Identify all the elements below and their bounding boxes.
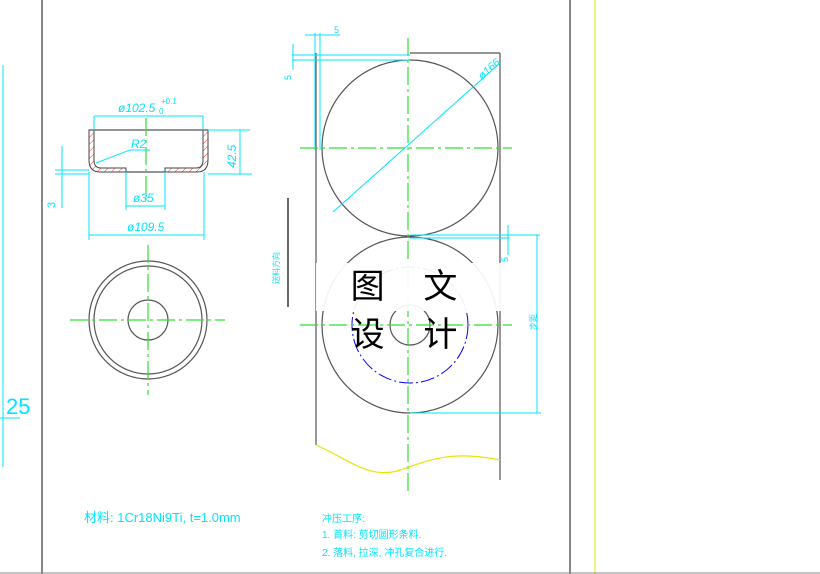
dim-tolerance-lower: 0 [159, 107, 164, 116]
section-view: ø102.5 +0.1 0 R2 42.5 3 ø35 ø109.5 [46, 97, 252, 240]
dim-tolerance-upper: +0.1 [161, 97, 177, 106]
feed-direction-label: 送料方向 [271, 252, 281, 284]
dim-height: 42.5 [225, 144, 239, 168]
process-title: 冲压工序: [322, 512, 365, 525]
strip-layout-view: 5 5 ø166 5 步距 送料方向 [271, 25, 541, 492]
left-ruler-dimension: 25 [0, 65, 30, 467]
ruler-value: 25 [6, 394, 30, 419]
break-line [315, 444, 501, 474]
dim-margin-side: 5 [334, 25, 339, 35]
material-note: 材料: 1Cr18Ni9Ti, t=1.0mm [84, 510, 241, 525]
dim-blank-diameter: ø166 [476, 56, 503, 82]
dim-top-diameter: ø102.5 [118, 101, 156, 115]
dim-hole-diameter: ø35 [133, 191, 154, 205]
dim-radius: R2 [131, 137, 147, 151]
dim-outer-diameter: ø109.5 [127, 220, 165, 234]
dim-margin-top: 5 [283, 75, 293, 80]
dim-bottom-thickness: 3 [46, 202, 58, 208]
process-step-2: 2. 落料, 拉深, 冲孔复合进行. [322, 546, 447, 559]
dim-gap: 5 [500, 257, 510, 262]
watermark: 图 文 设 计 [316, 263, 506, 355]
step-label: 步距 [529, 314, 538, 330]
top-view [70, 245, 225, 395]
process-step-1: 1. 首料: 剪切圆形条料. [322, 528, 421, 541]
